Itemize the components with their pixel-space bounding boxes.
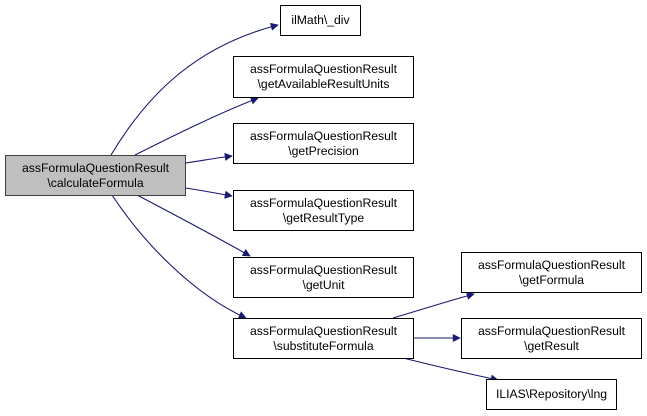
node-label-line1: assFormulaQuestionResult <box>250 128 397 143</box>
node-label-line2: \getResultType <box>282 210 365 225</box>
edge-calculateFormula-getPrecision <box>184 152 233 164</box>
node-getAvailableResultUnits[interactable]: assFormulaQuestionResult \getAvailableRe… <box>233 56 414 98</box>
edge-calculateFormula-getUnit <box>136 194 251 257</box>
node-label-line2: \getPrecision <box>288 143 359 158</box>
node-calculateFormula: assFormulaQuestionResult \calculateFormu… <box>5 155 186 196</box>
node-label-line2: \substituteFormula <box>273 338 374 353</box>
node-label-line1: assFormulaQuestionResult <box>22 160 169 175</box>
node-ilMath-div[interactable]: ilMath\_div <box>280 5 361 36</box>
node-label-line1: assFormulaQuestionResult <box>478 323 625 338</box>
node-ilias-repository-lng[interactable]: ILIAS\Repository\lng <box>486 379 617 410</box>
node-getResult[interactable]: assFormulaQuestionResult \getResult <box>461 318 642 359</box>
node-getUnit[interactable]: assFormulaQuestionResult \getUnit <box>233 257 414 298</box>
node-label-line2: \calculateFormula <box>47 175 144 190</box>
node-label-line1: assFormulaQuestionResult <box>250 323 397 338</box>
edge-calculateFormula-getResultType <box>184 187 233 199</box>
node-getFormula[interactable]: assFormulaQuestionResult \getFormula <box>461 252 642 293</box>
node-label-line1: ilMath\_div <box>291 13 350 27</box>
edge-calculateFormula-substituteFormula <box>111 194 247 319</box>
node-getPrecision[interactable]: assFormulaQuestionResult \getPrecision <box>233 123 414 164</box>
edge-calculateFormula-getAvailableResultUnits <box>134 96 259 156</box>
edge-calculateFormula-div <box>110 22 279 156</box>
node-label-line1: assFormulaQuestionResult <box>250 262 397 277</box>
node-substituteFormula[interactable]: assFormulaQuestionResult \substituteForm… <box>233 318 414 359</box>
node-label-line2: \getUnit <box>302 277 345 292</box>
node-label-line1: assFormulaQuestionResult <box>250 62 397 76</box>
edge-substituteFormula-lng <box>402 357 499 383</box>
node-getResultType[interactable]: assFormulaQuestionResult \getResultType <box>233 190 414 231</box>
node-label-line1: ILIAS\Repository\lng <box>495 387 608 401</box>
node-label-line1: assFormulaQuestionResult <box>478 257 625 272</box>
node-label-line2: \getAvailableResultUnits <box>257 77 390 91</box>
node-label-line1: assFormulaQuestionResult <box>250 195 397 210</box>
edge-substituteFormula-getFormula <box>392 292 475 319</box>
node-label-line2: \getFormula <box>518 272 585 287</box>
node-label-line2: \getResult <box>524 338 579 353</box>
